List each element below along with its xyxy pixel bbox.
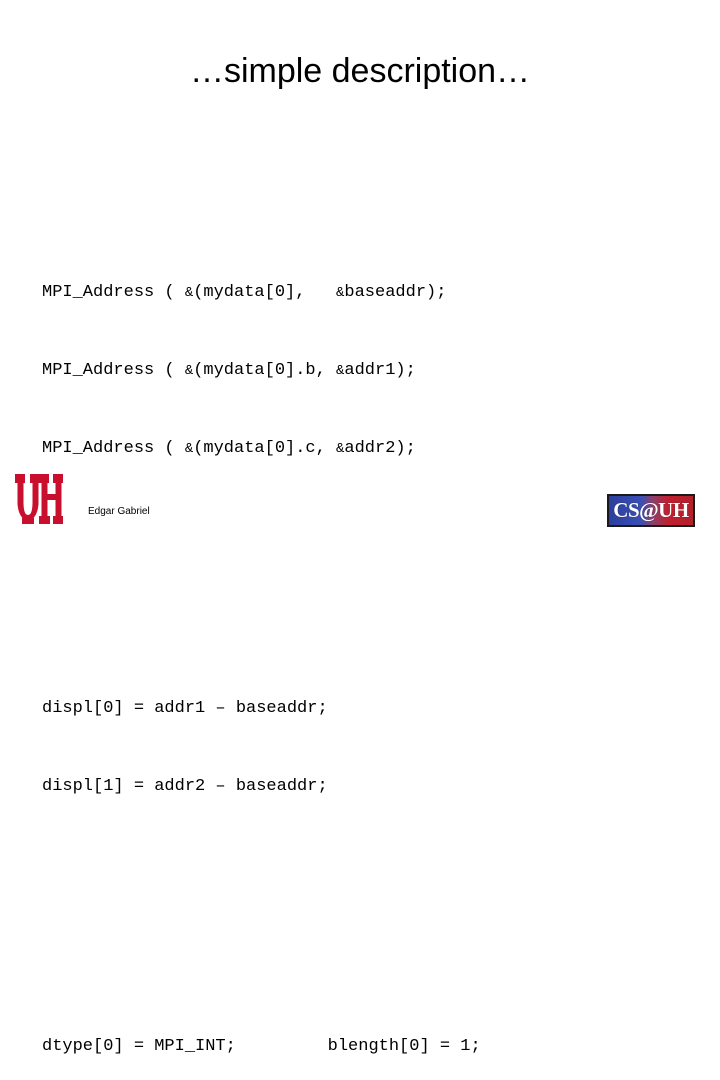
author-name: Edgar Gabriel <box>88 506 150 517</box>
code-segment: (mydata[0].b, <box>193 361 337 380</box>
code-segment: displ[1] = addr2 – baseaddr; <box>42 777 328 796</box>
csuh-logo-label: CS@UH <box>613 498 689 522</box>
code-line: displ[0] = addr1 – baseaddr; <box>42 696 702 722</box>
ampersand-glyph: & <box>336 285 345 301</box>
code-line: displ[1] = addr2 – baseaddr; <box>42 774 702 800</box>
code-line: MPI_Address ( &(mydata[0].b, &addr1); <box>42 358 702 384</box>
ampersand-glyph: & <box>184 363 194 379</box>
ampersand-glyph: & <box>336 441 345 457</box>
ampersand-glyph: & <box>184 441 194 457</box>
code-segment: MPI_Address ( <box>42 283 185 302</box>
code-line: dtype[0] = MPI_INT; blength[0] = 1; <box>42 1034 702 1060</box>
code-block: MPI_Address ( &(mydata[0], &baseaddr); M… <box>42 228 702 514</box>
code-segment: (mydata[0].c, <box>193 439 337 458</box>
code-segment: dtype[0] = MPI_INT; blength[0] = 1; <box>42 1037 481 1056</box>
code-segment: baseaddr); <box>344 283 447 302</box>
code-segment: (mydata[0], <box>193 283 337 302</box>
code-line: MPI_Address ( &(mydata[0], &baseaddr); <box>42 280 702 306</box>
slide: …simple description… MPI_Address ( &(myd… <box>13 52 695 1056</box>
code-line: MPI_Address ( &(mydata[0].c, &addr2); <box>42 436 702 462</box>
code-segment: MPI_Address ( <box>42 439 185 458</box>
csuh-logo-icon: CS@UH <box>607 494 695 527</box>
uh-logo-icon <box>13 472 65 526</box>
code-block: dtype[0] = MPI_INT; blength[0] = 1; dtyp… <box>42 982 702 1080</box>
code-segment: addr2); <box>344 439 416 458</box>
code-segment: displ[0] = addr1 – baseaddr; <box>42 699 328 718</box>
ampersand-glyph: & <box>336 363 345 379</box>
code-segment: MPI_Address ( <box>42 361 185 380</box>
page-title: …simple description… <box>189 52 531 90</box>
code-segment: addr1); <box>344 361 416 380</box>
code-listing: MPI_Address ( &(mydata[0], &baseaddr); M… <box>42 124 702 1080</box>
ampersand-glyph: & <box>184 285 194 301</box>
code-block: displ[0] = addr1 – baseaddr; displ[1] = … <box>42 644 702 852</box>
